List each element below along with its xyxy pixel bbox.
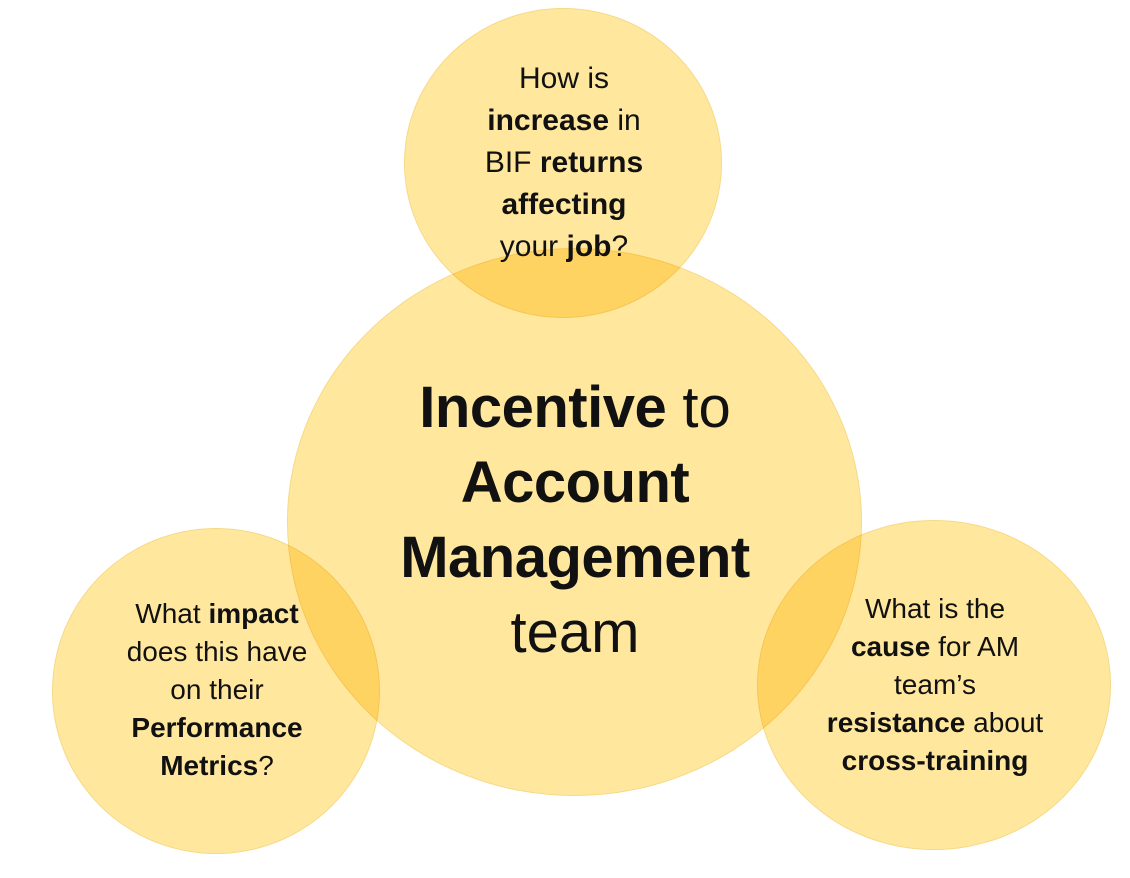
center-label: Incentive to Account Management team — [330, 370, 820, 670]
left-question-mark: ? — [258, 750, 274, 781]
right-line-3: team’s — [894, 669, 976, 700]
top-label: How is increase in BIF returns affecting… — [424, 58, 704, 268]
in-word: in — [617, 104, 641, 137]
your-word: your — [499, 230, 559, 263]
top-line-5: your job? — [500, 226, 628, 268]
right-line-1: What is the — [864, 593, 1006, 624]
cause-word: cause — [850, 631, 931, 662]
right-line-2: cause for AM — [851, 628, 1019, 666]
top-line-4: affecting — [501, 188, 627, 221]
bif-word: BIF — [484, 146, 532, 179]
increase-word: increase — [487, 104, 610, 137]
right-circle — [757, 520, 1111, 850]
center-line-1: Incentive to — [419, 370, 730, 445]
left-circle — [52, 528, 380, 854]
center-line-3: Management — [400, 525, 750, 590]
top-line-3: BIF returns — [485, 142, 643, 184]
to-word: to — [682, 375, 731, 440]
metrics-word: Metrics — [160, 750, 259, 781]
top-line-2: increase in — [487, 100, 640, 142]
left-line-4: Performance — [131, 712, 303, 743]
left-line-3: on their — [170, 674, 264, 705]
center-line-2: Account — [460, 450, 690, 515]
right-label: What is the cause for AM team’s resistan… — [780, 585, 1090, 785]
impact-word: impact — [208, 598, 299, 629]
top-line-1: How is — [518, 62, 609, 95]
left-line-2: does this have — [126, 636, 308, 667]
left-label: What impact does this have on their Perf… — [72, 590, 362, 790]
left-line-1: What impact — [135, 595, 298, 633]
center-line-4: team — [510, 600, 640, 665]
for-am-word: for AM — [938, 631, 1020, 662]
incentive-word: Incentive — [419, 375, 667, 440]
returns-word: returns — [539, 146, 644, 179]
what-word: What — [135, 598, 201, 629]
top-circle — [404, 8, 722, 318]
right-line-4: resistance about — [827, 704, 1043, 742]
job-word: job — [566, 230, 612, 263]
top-question-mark: ? — [611, 230, 629, 263]
resistance-word: resistance — [826, 707, 966, 738]
left-line-5: Metrics? — [160, 747, 274, 785]
about-word: about — [973, 707, 1044, 738]
right-line-5: cross-training — [841, 745, 1029, 776]
